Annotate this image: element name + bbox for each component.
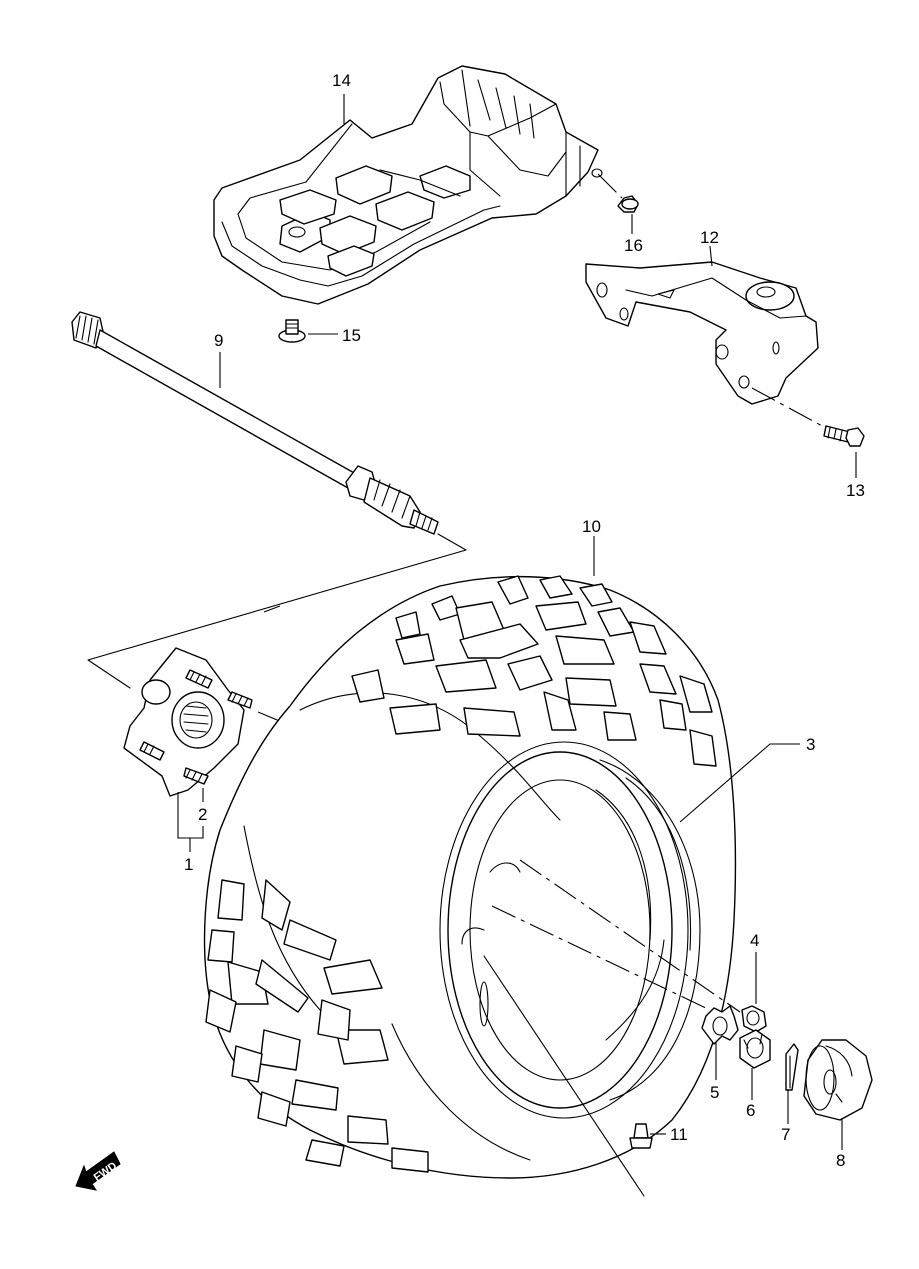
part-7-cotter-pin[interactable] (785, 1043, 799, 1091)
part-1-wheel-hub[interactable] (123, 647, 245, 797)
label-part-16: 16 (624, 236, 643, 255)
part-10-tire[interactable] (203, 575, 737, 1179)
label-part-5: 5 (710, 1083, 719, 1102)
leader-13-dash (751, 387, 827, 429)
part-12-bracket[interactable] (585, 261, 819, 405)
label-part-10: 10 (582, 517, 601, 536)
label-part-6: 6 (746, 1101, 755, 1120)
part-14-skid-plate[interactable] (213, 65, 603, 305)
part-8-hub-cap[interactable] (803, 1039, 873, 1121)
label-part-1: 1 (184, 855, 193, 874)
part-4-nut[interactable] (741, 1005, 767, 1033)
label-part-8: 8 (836, 1151, 845, 1170)
label-part-15: 15 (342, 326, 361, 345)
axle-to-hub-dash (263, 605, 281, 613)
label-part-9: 9 (214, 331, 223, 350)
stud-to-nut-dash (519, 859, 741, 1013)
part-6-castle-nut[interactable] (739, 1029, 771, 1069)
label-part-3: 3 (806, 735, 815, 754)
label-part-7: 7 (781, 1125, 790, 1144)
label-part-14: 14 (332, 71, 351, 90)
label-part-2: 2 (198, 805, 207, 824)
leader-lines (177, 94, 857, 1150)
part-2-wheel-stud[interactable] (139, 669, 253, 785)
part-9-axle-shaft[interactable] (71, 311, 439, 535)
part-3-wheel-rim[interactable] (469, 779, 651, 1081)
part-5-lock-washer[interactable] (701, 1005, 739, 1045)
forward-direction-arrow-icon: FWD (75, 1151, 121, 1191)
label-part-4: 4 (750, 931, 759, 950)
part-16-bolt[interactable] (617, 195, 639, 213)
label-part-11: 11 (670, 1125, 688, 1144)
valve-guide-line (483, 955, 645, 1197)
axle-to-hub-guide (87, 533, 467, 689)
stud-to-washer-dash (491, 905, 711, 1011)
part-11-air-valve[interactable] (629, 1123, 653, 1149)
label-part-13: 13 (846, 481, 865, 500)
part-13-bolt[interactable] (823, 425, 865, 447)
leader-16-dash (597, 173, 623, 199)
label-part-12: 12 (700, 228, 719, 247)
part-15-bolt[interactable] (278, 319, 306, 343)
